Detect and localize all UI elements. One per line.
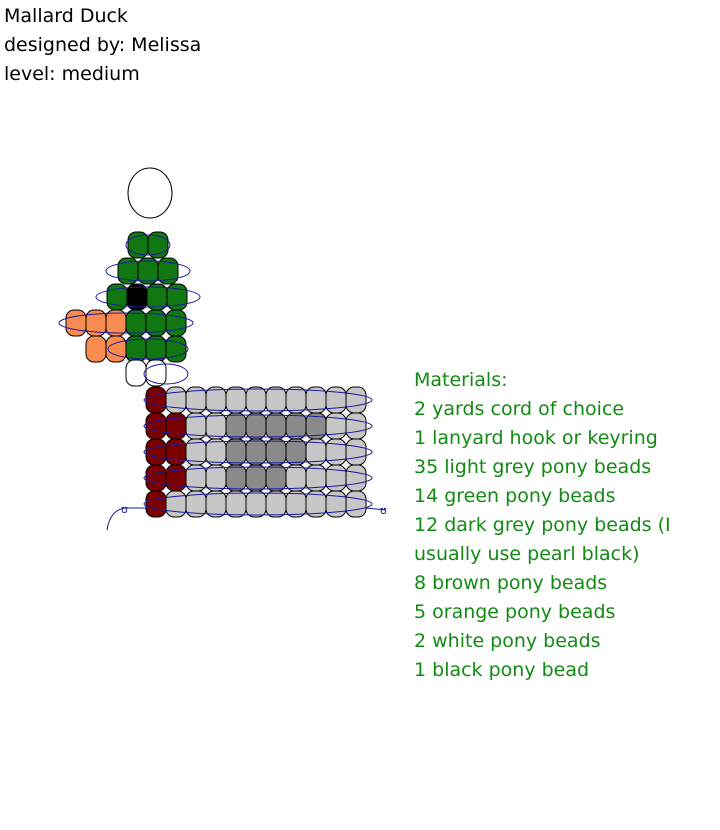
light-grey-bead [225, 490, 247, 518]
materials-heading: Materials: [414, 369, 508, 391]
light-grey-bead [245, 490, 267, 518]
thread-knot-icon: ʊ [380, 504, 387, 517]
green-bead [157, 257, 179, 285]
keyring-icon [127, 167, 173, 219]
light-grey-bead [205, 438, 227, 466]
orange-bead [85, 335, 107, 363]
designer: designed by: Melissa [4, 34, 202, 56]
brown-bead [145, 438, 167, 466]
materials-list: Materials: 2 yards cord of choice 1 lany… [414, 366, 671, 685]
light-grey-bead [245, 386, 267, 414]
material-item: 2 yards cord of choice [414, 398, 625, 420]
brown-bead [145, 464, 167, 492]
light-grey-bead [205, 490, 227, 518]
brown-bead [145, 490, 167, 518]
material-item: 8 brown pony beads [414, 572, 608, 594]
light-grey-bead [345, 464, 367, 492]
brown-bead [165, 464, 187, 492]
dark-grey-bead [245, 438, 267, 466]
thread-loop [143, 440, 373, 464]
thread-loop [143, 466, 373, 490]
dark-grey-bead [265, 438, 287, 466]
thread-loop [143, 492, 373, 516]
material-item: 14 green pony beads [414, 485, 616, 507]
light-grey-bead [165, 490, 187, 518]
material-item: usually use pearl black) [414, 543, 640, 565]
dark-grey-bead [245, 464, 267, 492]
thread-loop [105, 260, 191, 282]
material-item: 5 orange pony beads [414, 601, 616, 623]
thread-end [365, 507, 387, 511]
light-grey-bead [265, 490, 287, 518]
light-grey-bead [345, 386, 367, 414]
green-bead [165, 309, 187, 337]
dark-grey-bead [265, 412, 287, 440]
light-grey-bead [165, 386, 187, 414]
material-item: 2 white pony beads [414, 630, 601, 652]
brown-bead [145, 412, 167, 440]
thread-loop [58, 312, 194, 334]
orange-bead [65, 309, 87, 337]
dark-grey-bead [225, 438, 247, 466]
difficulty-level: level: medium [4, 63, 140, 85]
dark-grey-bead [245, 412, 267, 440]
brown-bead [165, 438, 187, 466]
orange-bead [105, 335, 127, 363]
thread-loop [107, 338, 189, 360]
light-grey-bead [285, 386, 307, 414]
thread-loop [143, 388, 373, 412]
material-item: 12 dark grey pony beads (I [414, 514, 671, 536]
green-bead [147, 231, 169, 259]
dark-grey-bead [265, 464, 287, 492]
thread-loop [95, 286, 201, 308]
white-bead [125, 359, 147, 387]
light-grey-bead [345, 490, 367, 518]
material-item: 1 black pony bead [414, 659, 590, 681]
thread-loop [143, 414, 373, 438]
light-grey-bead [345, 412, 367, 440]
light-grey-bead [225, 386, 247, 414]
light-grey-bead [265, 386, 287, 414]
light-grey-bead [285, 490, 307, 518]
green-bead [137, 257, 159, 285]
thread-loop [143, 363, 189, 385]
dark-grey-bead [225, 412, 247, 440]
green-bead [125, 309, 147, 337]
light-grey-bead [345, 438, 367, 466]
light-grey-bead [285, 464, 307, 492]
brown-bead [145, 386, 167, 414]
light-grey-bead [205, 464, 227, 492]
light-grey-bead [205, 412, 227, 440]
pattern-title: Mallard Duck [4, 5, 128, 27]
dark-grey-bead [285, 412, 307, 440]
thread-knot-icon: ʊ [121, 503, 128, 516]
orange-bead [105, 309, 127, 337]
material-item: 35 light grey pony beads [414, 456, 652, 478]
green-bead [165, 335, 187, 363]
light-grey-bead [205, 386, 227, 414]
pattern-header: Mallard Duck designed by: Melissa level:… [4, 2, 201, 89]
dark-grey-bead [285, 438, 307, 466]
material-item: 1 lanyard hook or keyring [414, 427, 658, 449]
dark-grey-bead [225, 464, 247, 492]
thread-loop [125, 234, 171, 256]
brown-bead [165, 412, 187, 440]
thread-end [106, 507, 148, 531]
